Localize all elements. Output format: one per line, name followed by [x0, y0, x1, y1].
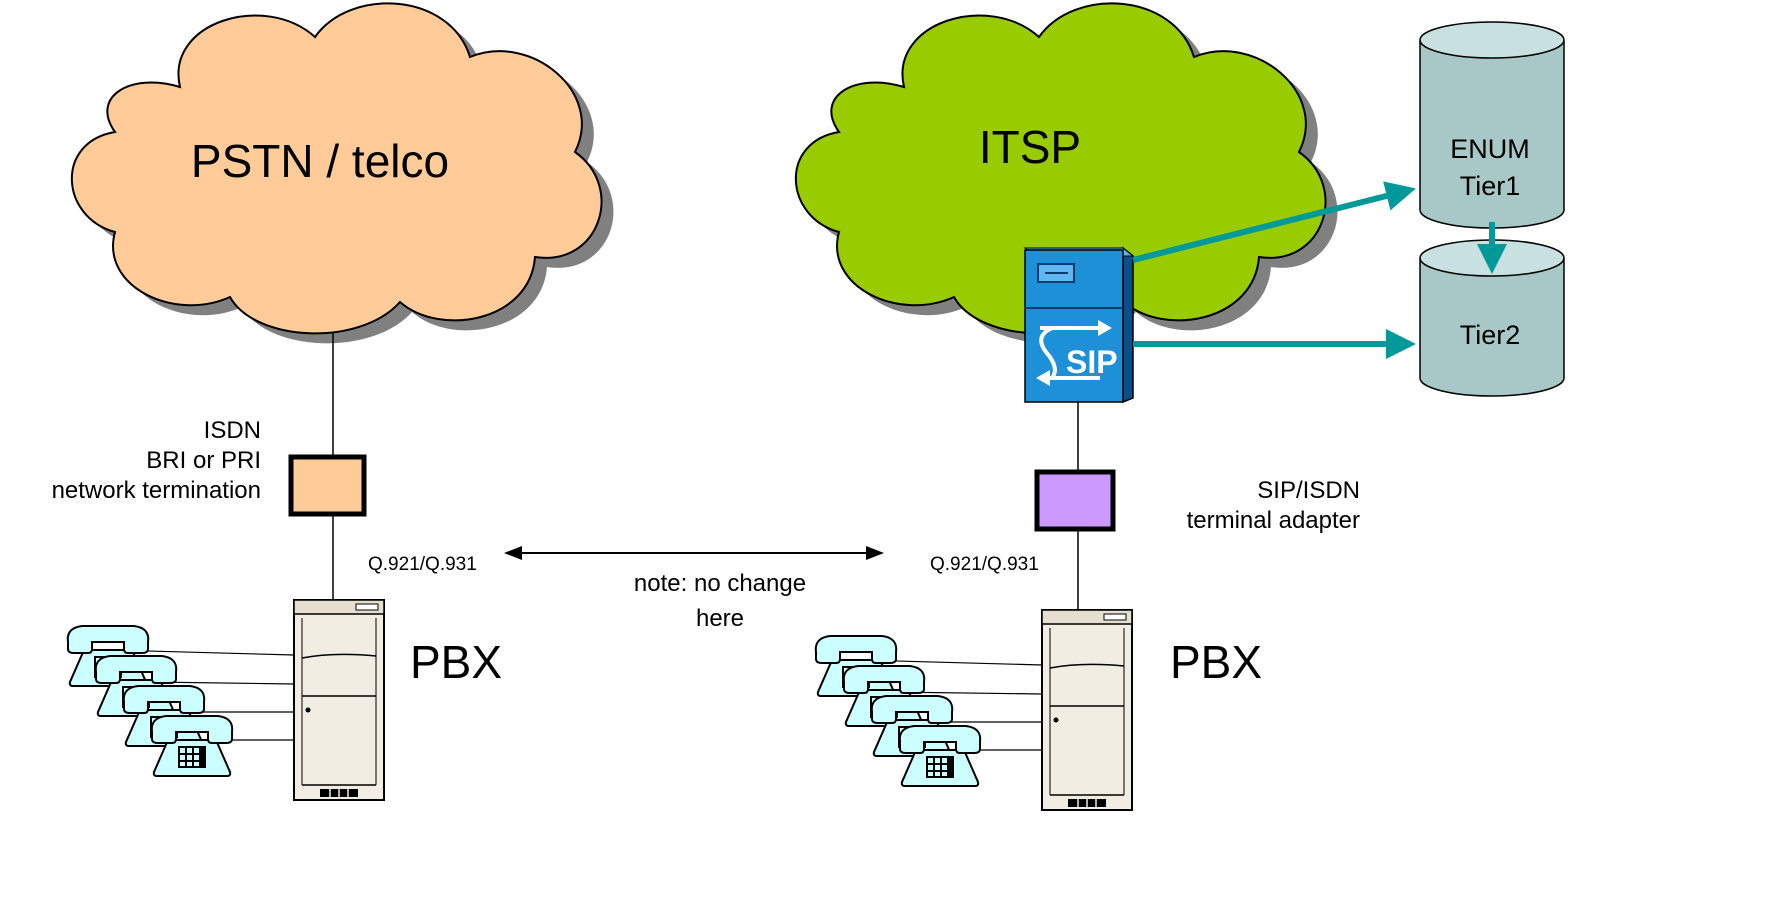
right-pbx-label: PBX: [1170, 636, 1262, 688]
note-line-2: here: [696, 605, 744, 632]
terminal-adapter-label: SIP/ISDN terminal adapter: [1187, 477, 1360, 534]
ta-label-line-2: terminal adapter: [1187, 507, 1360, 534]
terminal-adapter-box: [1034, 469, 1116, 532]
network-termination-box: [288, 454, 367, 517]
note-label: note: no change here: [634, 570, 806, 632]
left-pbx-label: PBX: [410, 636, 502, 688]
right-phones: [814, 635, 982, 787]
itsp-cloud-label: ITSP: [979, 121, 1081, 173]
note-line-1: note: no change: [634, 570, 806, 597]
right-protocol-label: Q.921/Q.931: [930, 554, 1039, 575]
ta-label-line-1: SIP/ISDN: [1257, 477, 1360, 504]
right-pbx-icon: [1041, 609, 1133, 811]
left-protocol-label: Q.921/Q.931: [368, 554, 477, 575]
sip-server: SIP: [1023, 246, 1135, 404]
tier1-label-line-1: ENUM: [1450, 134, 1530, 164]
itsp-cloud: ITSP: [794, 2, 1338, 344]
pstn-cloud: PSTN / telco: [70, 2, 614, 344]
sip-logo-text: SIP: [1066, 344, 1118, 380]
nt-label-line-3: network termination: [52, 477, 261, 504]
enum-tier1-database: ENUM Tier1: [1419, 21, 1565, 229]
left-pbx-icon: [293, 599, 385, 801]
tier2-label: Tier2: [1460, 320, 1521, 350]
no-change-arrow: [504, 546, 884, 560]
nt-label-line-2: BRI or PRI: [146, 447, 261, 474]
tier1-label-line-2: Tier1: [1460, 171, 1521, 201]
pstn-cloud-label: PSTN / telco: [191, 135, 449, 187]
left-phones: [66, 625, 234, 777]
enum-query-arrow: [1132, 181, 1416, 263]
nt-label-line-1: ISDN: [204, 417, 261, 444]
network-termination-label: ISDN BRI or PRI network termination: [52, 417, 261, 504]
